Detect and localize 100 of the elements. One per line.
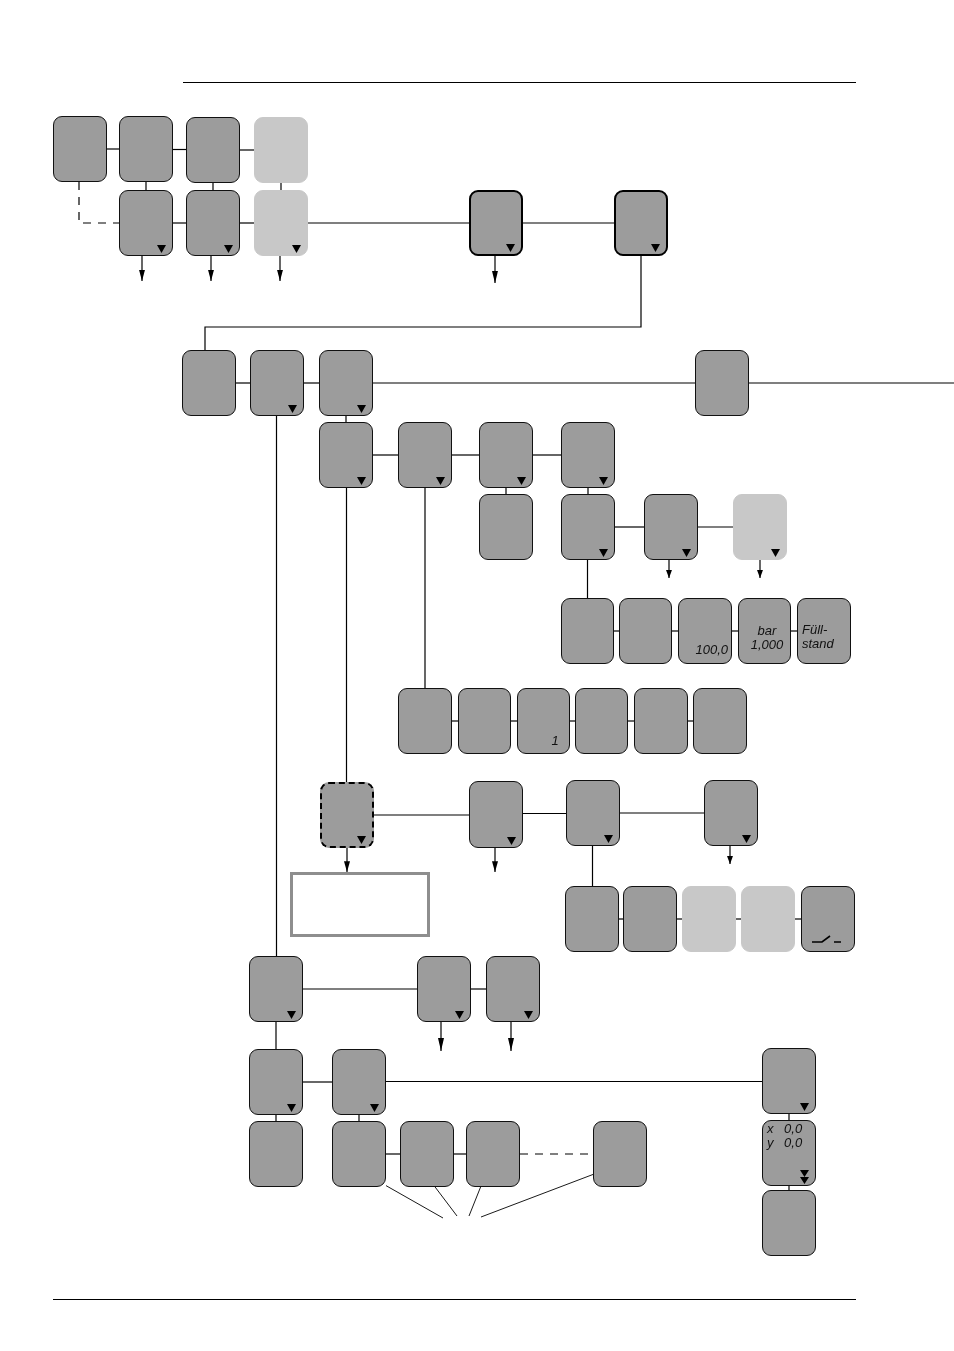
display-box: [254, 190, 308, 256]
display-box: [619, 598, 672, 664]
display-box: [738, 598, 791, 664]
connector: [280, 182, 282, 191]
display-text: y 0,0: [767, 1136, 804, 1150]
display-box: [561, 598, 614, 664]
connector: [212, 182, 214, 191]
display-box: [762, 1190, 816, 1256]
connector: [451, 454, 480, 456]
connector: [671, 630, 679, 632]
display-box: [182, 350, 236, 416]
connector: [790, 630, 798, 632]
display-box: [693, 688, 747, 754]
connector: [106, 148, 120, 150]
connector: [239, 222, 255, 224]
arrow: [277, 255, 283, 282]
display-box: [119, 190, 173, 256]
connector: [345, 415, 347, 423]
display-box: [479, 422, 533, 488]
display-box: [741, 886, 795, 952]
connector: [451, 720, 459, 722]
connector: [788, 1113, 790, 1121]
display-text: 1: [550, 734, 560, 748]
display-box: [53, 116, 107, 182]
connector: [614, 526, 645, 528]
display-box: [575, 688, 628, 754]
connector: [532, 454, 562, 456]
connector: [307, 222, 470, 224]
display-box: [466, 1121, 520, 1187]
connector: [275, 415, 278, 957]
leader-line: [434, 1186, 458, 1217]
connector: [619, 812, 705, 814]
display-box: [561, 494, 615, 560]
leader-line: [468, 1186, 482, 1217]
display-box: [704, 780, 758, 846]
connector: [275, 1021, 277, 1050]
display-box: [319, 350, 373, 416]
connector: [522, 812, 567, 815]
connector: [748, 382, 954, 384]
display-box: [733, 494, 787, 560]
connector: [788, 1185, 790, 1191]
display-box: [486, 956, 540, 1022]
display-box: [400, 1121, 454, 1187]
display-box: [119, 116, 173, 182]
arrow: [508, 1021, 514, 1052]
display-box: [762, 1120, 816, 1186]
display-box: [254, 117, 308, 183]
connector: [510, 720, 518, 722]
connector: [235, 382, 251, 384]
connector: [586, 559, 589, 599]
connector: [145, 181, 147, 191]
display-box: [561, 422, 615, 488]
display-box: [250, 350, 304, 416]
display-box: [614, 190, 668, 256]
display-box: [644, 494, 698, 560]
display-box: [458, 688, 511, 754]
display-box: [762, 1048, 816, 1114]
display-box: [593, 1121, 647, 1187]
display-box: [249, 1049, 303, 1115]
display-box: [695, 350, 749, 416]
display-text: bar 1,000: [749, 624, 785, 652]
arrow: [492, 847, 498, 873]
connector: [385, 1080, 763, 1083]
connector: [303, 382, 320, 384]
display-box: [634, 688, 688, 754]
display-box: [479, 494, 533, 560]
display-text: Füll- stand: [802, 623, 835, 651]
connector: [373, 814, 470, 816]
arrow: [666, 559, 672, 579]
arrow: [438, 1021, 444, 1052]
connector: [358, 1114, 360, 1122]
connector: [676, 918, 683, 920]
connector: [505, 487, 507, 495]
display-box: [319, 422, 373, 488]
arrow: [757, 559, 763, 579]
connector: [687, 720, 694, 722]
display-box: [332, 1121, 386, 1187]
arrow: [344, 847, 350, 873]
display-box: [469, 781, 523, 848]
connector: [302, 1081, 333, 1083]
arrow: [208, 255, 214, 282]
arrow: [727, 845, 733, 865]
display-box: [249, 956, 303, 1022]
display-box: [517, 688, 570, 754]
connector: [522, 222, 615, 224]
display-box: [801, 886, 855, 952]
dashed-line: [78, 181, 120, 224]
display-box: [186, 117, 240, 183]
leader-line: [385, 1185, 444, 1219]
connector: [275, 1114, 277, 1122]
display-box: [565, 886, 619, 952]
leader-line: [480, 1174, 594, 1218]
display-box: [417, 956, 471, 1022]
arrow: [139, 255, 145, 282]
display-box: [186, 190, 240, 256]
display-box: [398, 422, 452, 488]
arrow: [492, 255, 498, 284]
display-box: [566, 780, 620, 846]
connector: [618, 918, 624, 920]
connector: [385, 1153, 401, 1155]
